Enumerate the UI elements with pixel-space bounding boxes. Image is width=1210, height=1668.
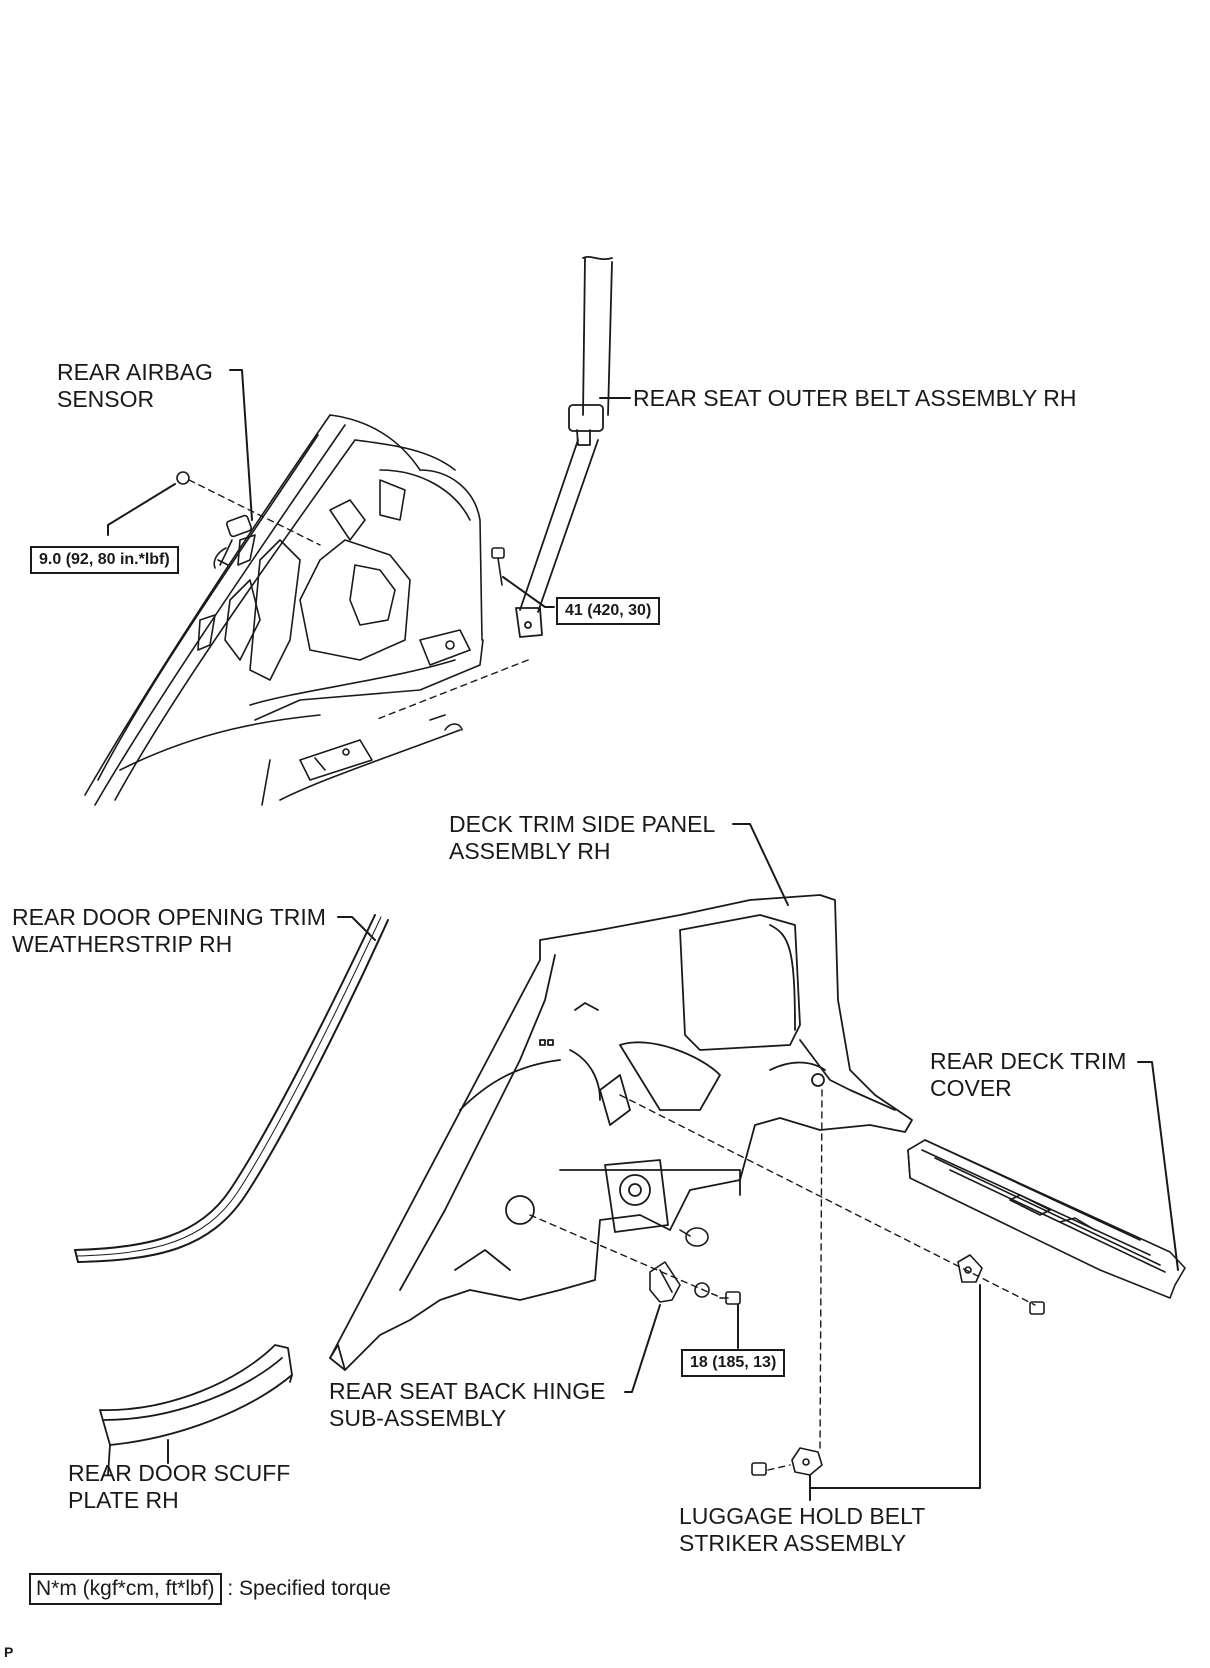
label-rear-airbag-sensor: REAR AIRBAG SENSOR xyxy=(57,359,213,412)
torque-hinge-bolt: 18 (185, 13) xyxy=(681,1349,786,1377)
belt-hidden-line xyxy=(374,659,529,721)
belt-anchor-bolt-icon xyxy=(491,547,505,586)
rear-airbag-sensor-part xyxy=(176,471,253,569)
hinge-hidden-line xyxy=(529,1214,723,1299)
label-luggage-hold-belt-striker: LUGGAGE HOLD BELT STRIKER ASSEMBLY xyxy=(679,1503,926,1556)
legend-text: : Specified torque xyxy=(227,1577,391,1600)
corner-mark: P xyxy=(4,1644,14,1660)
rear-deck-trim-cover-part xyxy=(907,1139,1186,1299)
belt-torque-leader xyxy=(502,576,555,608)
deck-trim-side-panel-part xyxy=(329,894,913,1371)
luggage-striker-part-right xyxy=(957,1254,983,1283)
rear-door-scuff-plate-part xyxy=(99,1344,293,1476)
label-rear-door-scuff-plate: REAR DOOR SCUFF PLATE RH xyxy=(68,1460,291,1513)
rear-door-opening-trim-part xyxy=(74,914,389,1263)
striker-hidden-line-b xyxy=(819,1089,823,1451)
quarter-panel-body xyxy=(84,414,484,806)
deck-panel-leader-line xyxy=(732,823,789,906)
sensor-leader-line xyxy=(229,369,253,521)
hinge-clip-icon xyxy=(679,1227,709,1247)
legend-unit-box: N*m (kgf*cm, ft*lbf) xyxy=(29,1573,222,1605)
label-rear-door-opening-trim: REAR DOOR OPENING TRIM WEATHERSTRIP RH xyxy=(12,904,326,957)
sensor-nut-icon xyxy=(176,471,190,485)
torque-belt-anchor-bolt: 41 (420, 30) xyxy=(556,597,661,625)
label-rear-seat-back-hinge: REAR SEAT BACK HINGE SUB-ASSEMBLY xyxy=(329,1378,606,1431)
striker-hidden-line-c xyxy=(767,1464,791,1471)
rear-seat-outer-belt-part xyxy=(515,255,613,638)
sensor-hidden-line xyxy=(188,479,321,546)
weatherstrip-leader-line xyxy=(337,916,376,941)
striker-bolt-icon-left xyxy=(751,1462,767,1476)
hinge-leader-line xyxy=(624,1304,661,1393)
label-deck-trim-side-panel: DECK TRIM SIDE PANEL ASSEMBLY RH xyxy=(449,811,716,864)
striker-leader-line xyxy=(809,1284,981,1489)
sensor-torque-leader xyxy=(107,483,176,536)
label-rear-deck-trim-cover: REAR DECK TRIM COVER xyxy=(930,1048,1127,1101)
torque-legend: N*m (kgf*cm, ft*lbf) : Specified torque xyxy=(29,1573,391,1605)
label-rear-seat-outer-belt: REAR SEAT OUTER BELT ASSEMBLY RH xyxy=(633,385,1077,411)
hinge-bolt-icon xyxy=(719,1291,741,1305)
torque-airbag-sensor-nut: 9.0 (92, 80 in.*lbf) xyxy=(30,546,179,574)
hinge-washer-icon xyxy=(694,1282,710,1298)
luggage-striker-part-left xyxy=(791,1447,823,1476)
striker-hidden-line-a xyxy=(619,1094,1036,1306)
striker-bolt-icon-right xyxy=(1029,1301,1045,1315)
deck-cover-leader-line xyxy=(1137,1061,1179,1271)
rear-seat-back-hinge-part xyxy=(649,1261,681,1303)
